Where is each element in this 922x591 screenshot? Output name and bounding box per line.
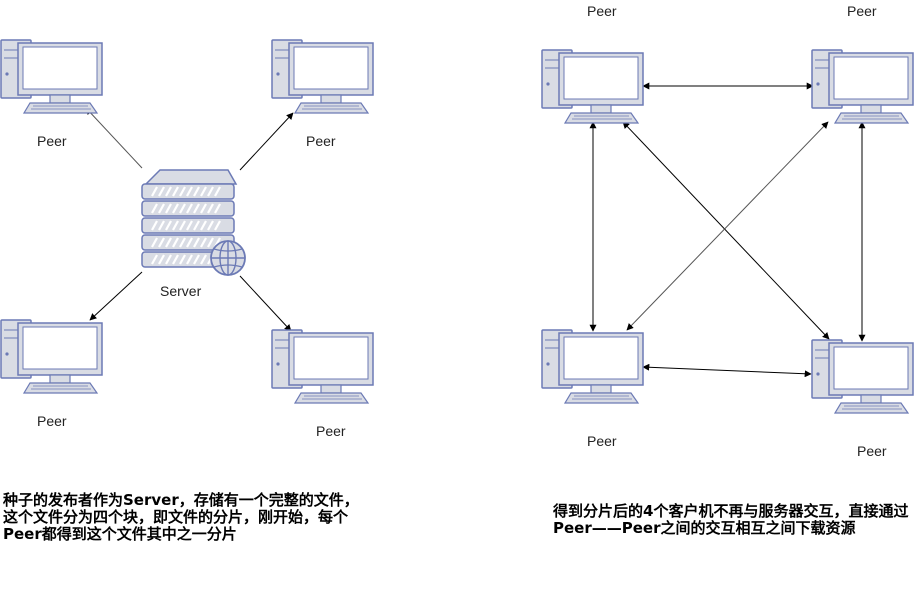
peer-label: Peer [37, 413, 67, 429]
arrow-server-to-peer-bottom-left [89, 271, 143, 321]
computer-icon [0, 319, 103, 394]
server-label: Server [160, 283, 202, 299]
peer-label: Peer [847, 3, 877, 19]
arrow-server-to-peer-top-right [239, 112, 294, 171]
right-caption: 得到分片后的4个客户机不再与服务器交互，直接通过Peer——Peer之间的交互相… [553, 502, 909, 537]
arrow-peer-tr-peer-bl [626, 121, 829, 331]
computer-icon [541, 49, 644, 124]
arrow-server-to-peer-top-left [85, 107, 143, 169]
computer-icon [541, 329, 644, 404]
computer-icon [271, 329, 374, 404]
arrow-peer-tl-peer-br [622, 121, 830, 340]
peer-label: Peer [306, 133, 336, 149]
arrow-peer-bl-peer-br [642, 363, 812, 378]
arrow-server-to-peer-bottom-right [239, 275, 292, 332]
computer-icon [0, 39, 103, 114]
peer-label: Peer [37, 133, 67, 149]
peer-label: Peer [857, 443, 887, 459]
peer-label: Peer [587, 433, 617, 449]
server-icon [141, 169, 246, 276]
peer-label: Peer [316, 423, 346, 439]
computer-icon [811, 339, 914, 414]
left-caption: 种子的发布者作为Server，存储有一个完整的文件，这个文件分为四个块，即文件的… [3, 491, 359, 543]
computer-icon [271, 39, 374, 114]
computer-icon [811, 49, 914, 124]
peer-label: Peer [587, 3, 617, 19]
